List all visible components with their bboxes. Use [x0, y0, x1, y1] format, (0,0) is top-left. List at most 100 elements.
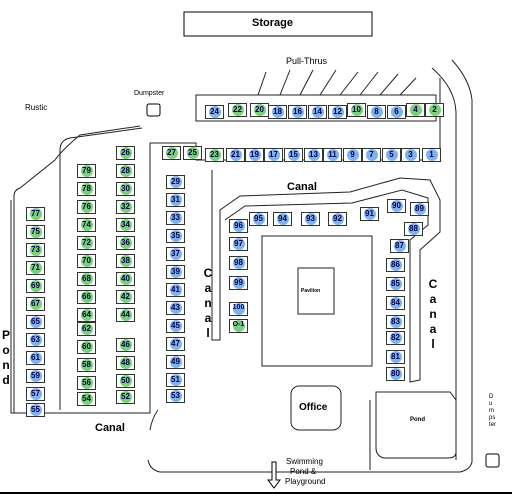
site-marker-dot	[30, 316, 42, 328]
site-73: 73	[26, 243, 45, 257]
site-number: 24	[210, 107, 219, 116]
site-45: 45	[166, 319, 185, 333]
site-number: 44	[121, 310, 130, 319]
site-marker-dot	[390, 316, 402, 328]
rustic-label: Rustic	[25, 103, 48, 112]
site-marker-dot	[81, 201, 93, 213]
site-6: 6	[387, 105, 406, 119]
site-number: 53	[171, 391, 180, 400]
site-number: 27	[167, 148, 176, 157]
site-64: 64	[77, 308, 96, 322]
site-number: 60	[82, 342, 91, 351]
site-marker-dot	[364, 208, 376, 220]
site-number: 93	[306, 214, 315, 223]
site-83: 83	[386, 315, 405, 329]
site-number: 43	[171, 303, 180, 312]
site-number: 62	[82, 324, 91, 333]
site-2: 2	[425, 103, 444, 117]
site-number: 77	[31, 209, 40, 218]
site-marker-dot	[426, 149, 438, 161]
site-88: 88	[404, 222, 423, 236]
site-number: 71	[31, 263, 40, 272]
site-20: 20	[250, 103, 269, 117]
site-marker-dot	[209, 149, 221, 161]
site-marker-dot	[233, 320, 245, 332]
site-58: 58	[77, 358, 96, 372]
pond-label-inner: Pond	[410, 417, 425, 423]
dumpster-label-top: Dumpster	[134, 90, 165, 97]
site-marker-dot	[120, 183, 132, 195]
site-number: 89	[415, 204, 424, 213]
site-marker-dot	[120, 375, 132, 387]
site-29: 29	[166, 175, 185, 189]
site-number: 21	[231, 150, 240, 159]
site-number: O-1	[232, 321, 245, 328]
site-97: 97	[229, 237, 248, 251]
site-87: 87	[390, 239, 409, 253]
site-48: 48	[116, 356, 135, 370]
storage-box	[183, 11, 373, 37]
site-49: 49	[166, 355, 185, 369]
site-number: 66	[82, 292, 91, 301]
office-box	[290, 385, 342, 431]
site-marker-dot	[386, 149, 398, 161]
pull-thru-lines	[257, 69, 417, 96]
site-marker-dot	[272, 106, 284, 118]
site-marker-dot	[30, 262, 42, 274]
site-66: 66	[77, 290, 96, 304]
site-marker-dot	[233, 257, 245, 269]
site-61: 61	[26, 351, 45, 365]
site-number: 81	[391, 352, 400, 361]
site-number: 18	[273, 107, 282, 116]
site-70: 70	[77, 254, 96, 268]
site-number: 65	[31, 317, 40, 326]
site-number: 6	[394, 107, 399, 116]
site-marker-dot	[81, 341, 93, 353]
site-43: 43	[166, 301, 185, 315]
site-marker-dot	[170, 356, 182, 368]
site-marker-dot	[391, 106, 403, 118]
site-71: 71	[26, 261, 45, 275]
site-40: 40	[116, 272, 135, 286]
site-marker-dot	[81, 309, 93, 321]
site-number: 37	[171, 249, 180, 258]
site-65: 65	[26, 315, 45, 329]
site-54: 54	[77, 392, 96, 406]
site-number: 17	[269, 150, 278, 159]
site-42: 42	[116, 290, 135, 304]
site-number: 90	[392, 201, 401, 210]
site-50: 50	[116, 374, 135, 388]
site-41: 41	[166, 283, 185, 297]
site-number: 45	[171, 321, 180, 330]
site-number: 12	[333, 107, 342, 116]
site-67: 67	[26, 297, 45, 311]
site-number: 3	[408, 150, 413, 159]
site-marker-dot	[391, 200, 403, 212]
site-number: 91	[365, 209, 374, 218]
site-number: 59	[31, 371, 40, 380]
site-number: 20	[255, 105, 264, 114]
site-marker-dot	[170, 248, 182, 260]
site-46: 46	[116, 338, 135, 352]
site-9: 9	[343, 148, 362, 162]
site-34: 34	[116, 218, 135, 232]
site-marker-dot	[410, 104, 422, 116]
site-number: 52	[121, 392, 130, 401]
site-78: 78	[77, 182, 96, 196]
site-marker-dot	[81, 359, 93, 371]
site-53: 53	[166, 389, 185, 403]
site-number: 26	[121, 148, 130, 157]
pond-inner-shape	[375, 391, 457, 459]
dumpster-box-right	[485, 453, 500, 468]
site-25: 25	[183, 146, 202, 160]
site-marker-dot	[120, 201, 132, 213]
site-marker-dot	[81, 273, 93, 285]
site-number: 31	[171, 195, 180, 204]
site-marker-dot	[30, 298, 42, 310]
site-number: 48	[121, 358, 130, 367]
site-92: 92	[328, 212, 347, 226]
site-number: 96	[234, 221, 243, 230]
site-marker-dot	[30, 404, 42, 416]
site-marker-dot	[277, 213, 289, 225]
site-8: 8	[367, 105, 386, 119]
